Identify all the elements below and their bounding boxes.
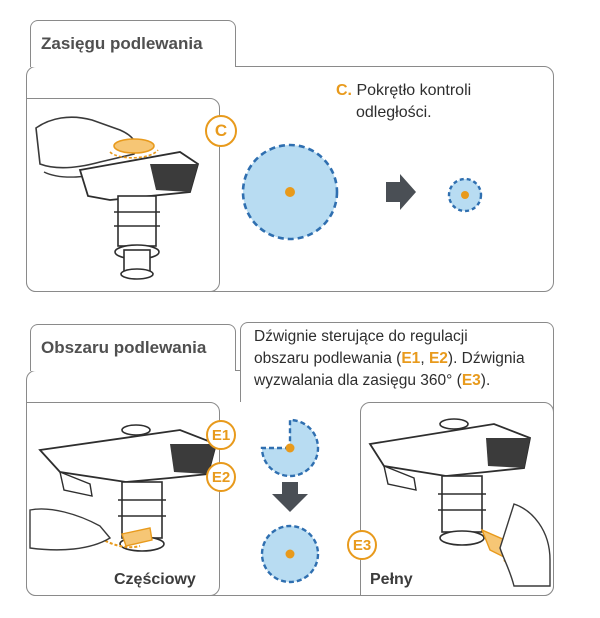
area-diagram xyxy=(260,418,320,584)
area-desc-line3-pre: wyzwalania dla zasięgu 360° ( xyxy=(254,372,462,389)
label-full: Pełny xyxy=(370,571,413,588)
range-description: C. Pokrętło kontroli odległości. xyxy=(336,80,536,124)
area-desc-line1: Dźwignie sterujące do regulacji xyxy=(254,328,468,345)
area-section-title: Obszaru podlewania xyxy=(30,324,236,371)
area-description-box xyxy=(240,322,554,402)
arrow-right-icon xyxy=(386,174,416,210)
range-section-title: Zasięgu podlewania xyxy=(30,20,236,67)
area-desc-e3: E3 xyxy=(461,372,481,389)
arrow-down-icon xyxy=(272,482,308,512)
badge-e2: E2 xyxy=(206,462,236,492)
range-diagram xyxy=(241,143,483,241)
area-desc-line3-post: ). xyxy=(480,372,491,389)
area-desc-e2: E2 xyxy=(428,350,448,367)
spray-center-large xyxy=(285,187,295,197)
area-description: Dźwignie sterujące do regulacji obszaru … xyxy=(254,326,559,392)
sprinkler-illustration-range xyxy=(35,116,200,280)
range-desc-letter: C. xyxy=(336,82,352,99)
spray-center-small xyxy=(461,191,469,199)
badge-c: C xyxy=(205,115,237,147)
sprinkler-illustration-full xyxy=(368,418,551,587)
badge-e1: E1 xyxy=(206,420,236,450)
area-desc-line2-pre: obszaru podlewania ( xyxy=(254,350,402,367)
area-desc-line2-post: ). Dźwignia xyxy=(447,350,525,367)
label-partial: Częściowy xyxy=(114,571,196,588)
range-desc-line1: Pokrętło kontroli xyxy=(356,82,472,99)
spray-partial-center xyxy=(285,443,295,453)
sprinkler-illustration-partial xyxy=(29,424,218,552)
spray-full-center xyxy=(285,549,295,559)
range-desc-line2: odległości. xyxy=(356,104,432,121)
area-desc-sep: , xyxy=(420,350,429,367)
badge-e3: E3 xyxy=(347,530,377,560)
area-desc-e1: E1 xyxy=(401,350,421,367)
